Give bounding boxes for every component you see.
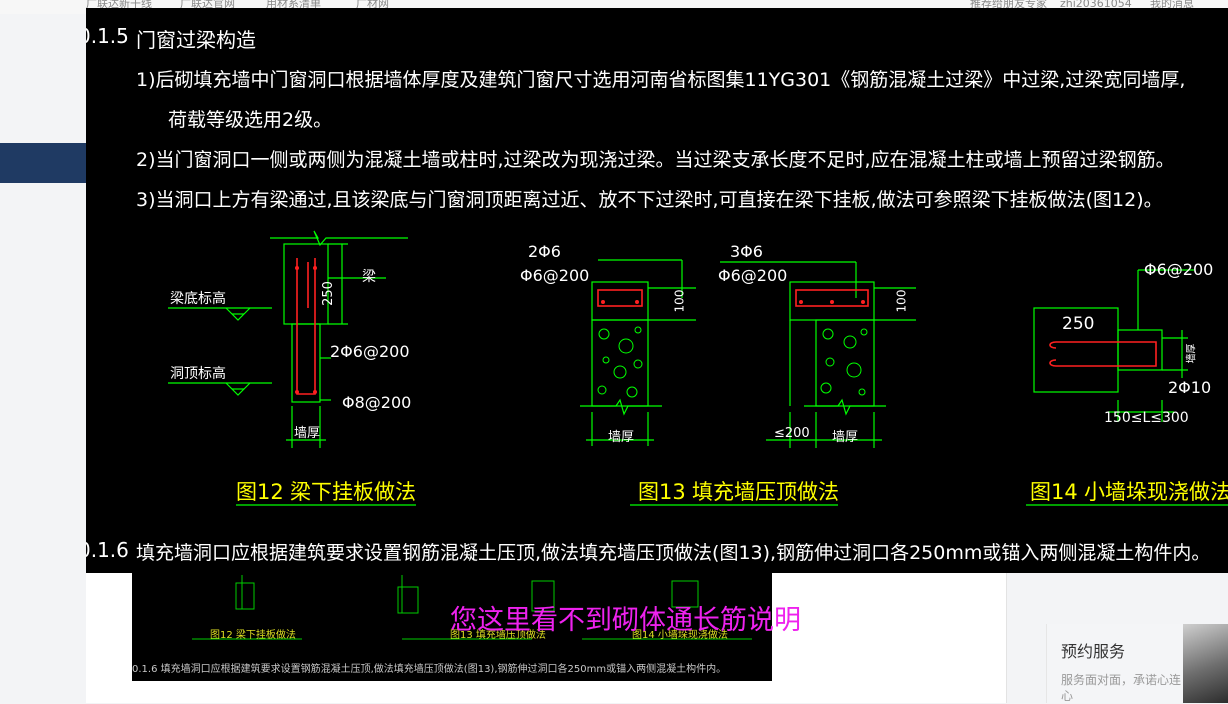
topbar-link[interactable]: 广材网 <box>356 0 389 10</box>
fig12-break-line <box>270 230 408 247</box>
magenta-annotation: 您这里看不到砌体通长筋说明 <box>450 605 801 636</box>
rebar-dots <box>295 266 865 394</box>
section-number-016: 0.1.6 <box>86 538 129 562</box>
fig13-left-bars: 2Φ6 <box>528 242 561 261</box>
fig13-caption-no: 图13 <box>638 480 686 504</box>
booking-service-card[interactable]: 预约服务 服务面对面，承诺心连心 <box>1046 624 1228 703</box>
topbar-username[interactable]: zhi20361054 <box>1060 0 1132 10</box>
item-line-1b: 荷载等级选用2级。 <box>168 109 333 131</box>
fig13-left-cap <box>591 281 649 321</box>
booking-service-desc: 服务面对面，承诺心连心 <box>1061 673 1182 703</box>
fig13-right-height: 100 <box>894 289 909 313</box>
fig12-opening-top-label: 洞顶标高 <box>170 366 226 382</box>
fig14-wall-label: 墙厚 <box>1186 343 1198 364</box>
thumb-caption-12: 图12 梁下挂板做法 <box>210 630 296 641</box>
fig14-wall-stub <box>1117 329 1163 371</box>
fig14-stirrup: Φ6@200 <box>1144 260 1214 279</box>
fig13-left-wall <box>591 319 649 407</box>
section-number-015: 0.1.5 <box>86 24 129 48</box>
item-line-3: 3)当洞口上方有梁通过,且该梁底与门窗洞顶距离过近、放不下过梁时,可直接在梁下挂… <box>136 189 1163 211</box>
fig13-caption-text: 填充墙压顶做法 <box>692 480 839 504</box>
topbar-messages[interactable]: 我的消息 <box>1150 0 1194 10</box>
fig12-beam-label: 梁 <box>362 269 376 285</box>
fig12-plate-rebar <box>296 258 316 395</box>
fig14-rebar <box>1056 341 1157 367</box>
cad-thumbnail-image[interactable]: 图12 梁下挂板做法 图13 填充墙压顶做法 图14 小墙垛现浇做法 0.1.6… <box>132 573 772 681</box>
content-divider <box>1006 573 1007 703</box>
fig13-right-side-label: ≤200 <box>774 426 810 441</box>
fig14-bars: 2Φ10 <box>1168 378 1212 397</box>
fig12-caption-text: 梁下挂板做法 <box>290 480 416 504</box>
fig14-range: 150≤L≤300 <box>1104 410 1189 426</box>
fig12-height-label: 250 <box>320 281 336 306</box>
topbar-recommend[interactable]: 推荐给朋友专家 <box>970 0 1047 10</box>
thumb-caption-14: 图14 小墙垛现浇做法 <box>632 630 728 641</box>
thumb-linework <box>192 575 752 640</box>
booking-service-title: 预约服务 <box>1061 642 1126 661</box>
fig14-size: 250 <box>1062 314 1095 334</box>
fig13-left-height: 100 <box>672 289 687 313</box>
fig14-caption-no: 图14 <box>1030 480 1078 504</box>
fig12-bar-bottom-label: Φ8@200 <box>342 393 412 412</box>
concrete-aggregate <box>597 326 868 398</box>
fig13-right-wall <box>815 319 875 407</box>
fig13-right-rebar <box>795 289 869 307</box>
fig13-left-stirrup: Φ6@200 <box>520 266 590 285</box>
fig13-left-wall-label: 墙厚 <box>608 430 635 445</box>
fig13-right-bars: 3Φ6 <box>730 242 763 261</box>
fig13-right-stirrup: Φ6@200 <box>718 266 788 285</box>
fig12-hanging-plate <box>291 323 321 403</box>
fig13-left-rebar <box>597 289 643 307</box>
fig12-beam-bottom-label: 梁底标高 <box>170 291 226 307</box>
cad-linework <box>168 230 1228 506</box>
fig12-caption-no: 图12 <box>236 480 284 504</box>
service-person-photo <box>1183 624 1228 703</box>
section-title: 门窗过梁构造 <box>136 28 256 52</box>
topbar-link[interactable]: 用材系清单 <box>266 0 321 10</box>
cad-drawing-image[interactable]: 0.1.5 门窗过梁构造 1)后砌填充墙中门窗洞口根据墙体厚度及建筑门窗尺寸选用… <box>86 8 1228 573</box>
fig13-right-wall-label: 墙厚 <box>832 430 859 445</box>
topbar-link[interactable]: 广联达新干线 <box>86 0 152 10</box>
fig12-bar-top-label: 2Φ6@200 <box>330 342 410 361</box>
site-nav-strip <box>0 143 86 183</box>
fig12-wall-label: 墙厚 <box>294 426 321 441</box>
section-2-text: 填充墙洞口应根据建筑要求设置钢筋混凝土压顶,做法填充墙压顶做法(图13),钢筋伸… <box>136 542 1211 564</box>
thumb-caption-13: 图13 填充墙压顶做法 <box>450 630 546 641</box>
topbar-link[interactable]: 广联达官网 <box>180 0 235 10</box>
item-line-1: 1)后砌填充墙中门窗洞口根据墙体厚度及建筑门窗尺寸选用河南省标图集11YG301… <box>136 69 1186 91</box>
thumb-bottom-line: 0.1.6 填充墙洞口应根据建筑要求设置钢筋混凝土压顶,做法填充墙压顶做法(图1… <box>132 664 727 675</box>
fig14-caption-text: 小墙垛现浇做法 <box>1084 480 1228 504</box>
item-line-2: 2)当门窗洞口一侧或两侧为混凝土墙或柱时,过梁改为现浇过梁。当过梁支承长度不足时… <box>136 149 1175 171</box>
